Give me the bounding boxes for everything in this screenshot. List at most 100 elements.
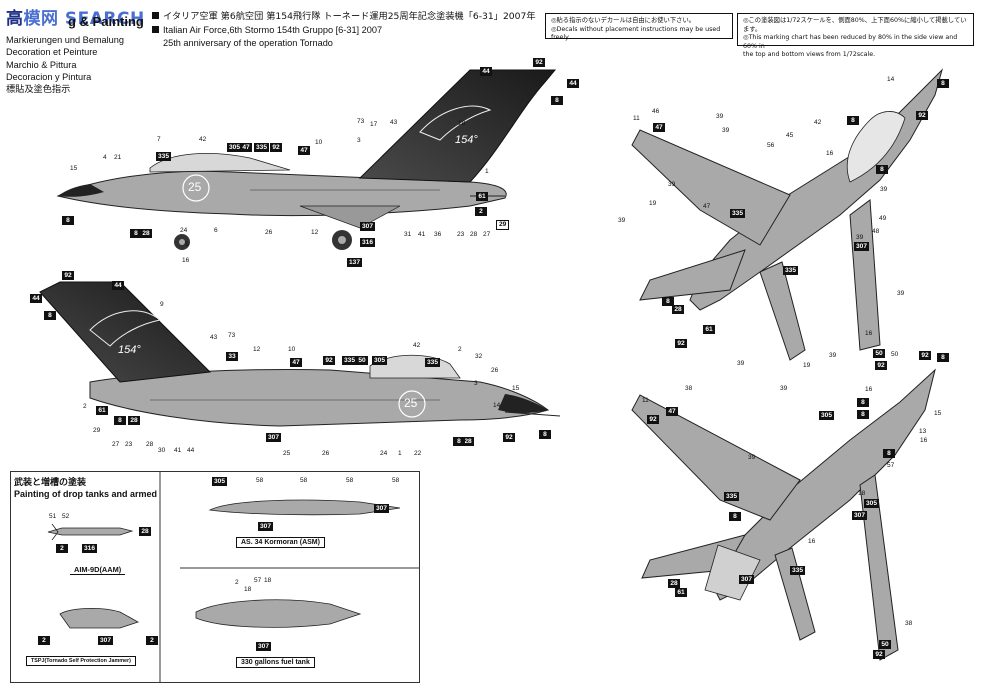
subtitle-en-2: 25th anniversary of the operation Tornad…: [163, 38, 333, 49]
callout-26: 26: [265, 229, 273, 236]
watermark-logo: 高模网 SEARCH: [6, 9, 145, 29]
code-335: 335: [254, 143, 270, 152]
callout-21: 21: [114, 154, 122, 161]
callout-42: 42: [814, 119, 822, 126]
code-305: 305: [819, 411, 835, 420]
code-307: 307: [852, 511, 868, 520]
code-8: 8: [847, 116, 859, 125]
code-61: 61: [476, 192, 488, 201]
callout-12: 12: [311, 229, 319, 236]
code-8: 8: [662, 297, 674, 306]
code-335: 335: [783, 266, 799, 275]
code-335: 335: [425, 358, 441, 367]
code-305: 305: [864, 499, 880, 508]
callout-23: 23: [125, 441, 133, 448]
callout-19: 19: [649, 200, 657, 207]
callout-28: 28: [470, 231, 478, 238]
callout-6: 6: [214, 227, 218, 234]
callout-29: 29: [93, 427, 101, 434]
code-92: 92: [919, 351, 931, 360]
callout-4: 4: [103, 154, 107, 161]
callout-39: 39: [716, 113, 724, 120]
callout-25: 25: [283, 450, 291, 457]
callout-39: 39: [780, 385, 788, 392]
tspj-code-2b: 2: [146, 636, 158, 645]
code-307: 307: [854, 242, 870, 251]
code-28: 28: [462, 437, 474, 446]
kormoran-label-58c: 58: [346, 477, 354, 484]
code-92: 92: [62, 271, 74, 280]
stores-heading-en: Painting of drop tanks and armed: [14, 489, 158, 499]
callout-26: 26: [491, 367, 499, 374]
callout-15: 15: [70, 165, 78, 172]
callout-16: 16: [182, 257, 190, 264]
kormoran-code-305: 305: [212, 477, 228, 486]
callout-39: 39: [880, 186, 888, 193]
roundel-upper: 25: [188, 180, 202, 194]
callout-39: 39: [897, 290, 905, 297]
code-335: 335: [790, 566, 806, 575]
fueltank-label-18a: 18: [244, 586, 252, 593]
callout-73: 73: [228, 332, 236, 339]
callout-16: 16: [865, 386, 873, 393]
code-61: 61: [675, 588, 687, 597]
callout-23: 23: [457, 231, 465, 238]
code-44: 44: [480, 67, 492, 76]
code-61: 61: [703, 325, 715, 334]
callout-39: 39: [856, 234, 864, 241]
callout-42: 42: [413, 342, 421, 349]
callout-31: 31: [404, 231, 412, 238]
top-view: [631, 68, 943, 361]
code-8: 8: [857, 410, 869, 419]
decal-note-en: ◎Decals without placement instructions m…: [551, 25, 721, 42]
code-8: 8: [44, 311, 56, 320]
callout-1: 1: [398, 450, 402, 457]
callout-39: 39: [722, 127, 730, 134]
callout-39: 39: [618, 217, 626, 224]
scale-note-en-1: ◎This marking chart has been reduced by …: [743, 34, 958, 50]
painting-heading: g & Painting: [68, 14, 144, 29]
code-92: 92: [875, 361, 887, 370]
callout-47: 47: [703, 203, 711, 210]
callout-5: 5: [185, 241, 189, 248]
code-335: 335: [156, 152, 172, 161]
code-47: 47: [298, 146, 310, 155]
scale-note-en-2: the top and bottom views from 1/72scale.: [743, 51, 876, 58]
callout-38: 38: [685, 385, 693, 392]
code-307: 307: [360, 222, 376, 231]
code-92: 92: [916, 111, 928, 120]
code-92: 92: [647, 415, 659, 424]
callout-39: 39: [668, 181, 676, 188]
callout-18: 18: [458, 120, 466, 127]
callout-28: 28: [146, 441, 154, 448]
callout-1: 1: [485, 168, 489, 175]
tspj-caption: TSPJ(Tornado Self Protection Jammer): [26, 656, 136, 666]
subtitle-en-1: Italian Air Force,6th Stormo 154th Grupp…: [163, 24, 383, 35]
code-47: 47: [290, 358, 302, 367]
code-307: 307: [266, 433, 282, 442]
lang-es: Decoracion y Pintura: [6, 72, 92, 83]
code-92: 92: [323, 356, 335, 365]
callout-24: 24: [180, 227, 188, 234]
code-44: 44: [567, 79, 579, 88]
language-list: Markierungen und Bemalung Decoration et …: [6, 34, 124, 96]
decal-note: ◎貼る指示のないデカールは自由にお使い下さい。 ◎Decals without …: [545, 13, 733, 41]
code-50: 50: [873, 349, 885, 358]
lang-it: Marchio & Pittura: [6, 59, 77, 70]
code-92: 92: [873, 650, 885, 659]
code-28: 28: [672, 305, 684, 314]
subtitle-block: イタリア空軍 第6航空団 第154飛行隊 トーネード運用25周年記念塗装機「6-…: [152, 10, 536, 51]
kormoran-code-307b: 307: [374, 504, 390, 513]
aim9-label-51: 51: [49, 513, 57, 520]
callout-16: 16: [826, 150, 834, 157]
scale-note-jp: ◎この塗装図は1/72スケールを、側面80%、上下面60%に縮小して掲載していま…: [743, 17, 967, 33]
callout-46: 46: [652, 108, 660, 115]
code-47: 47: [666, 407, 678, 416]
callout-2: 2: [458, 346, 462, 353]
callout-11: 11: [633, 115, 640, 122]
code-28: 28: [128, 416, 140, 425]
kormoran-code-307a: 307: [258, 522, 274, 531]
callout-10: 10: [288, 346, 296, 353]
stores-heading-jp: 武装と増槽の塗装: [14, 478, 87, 488]
